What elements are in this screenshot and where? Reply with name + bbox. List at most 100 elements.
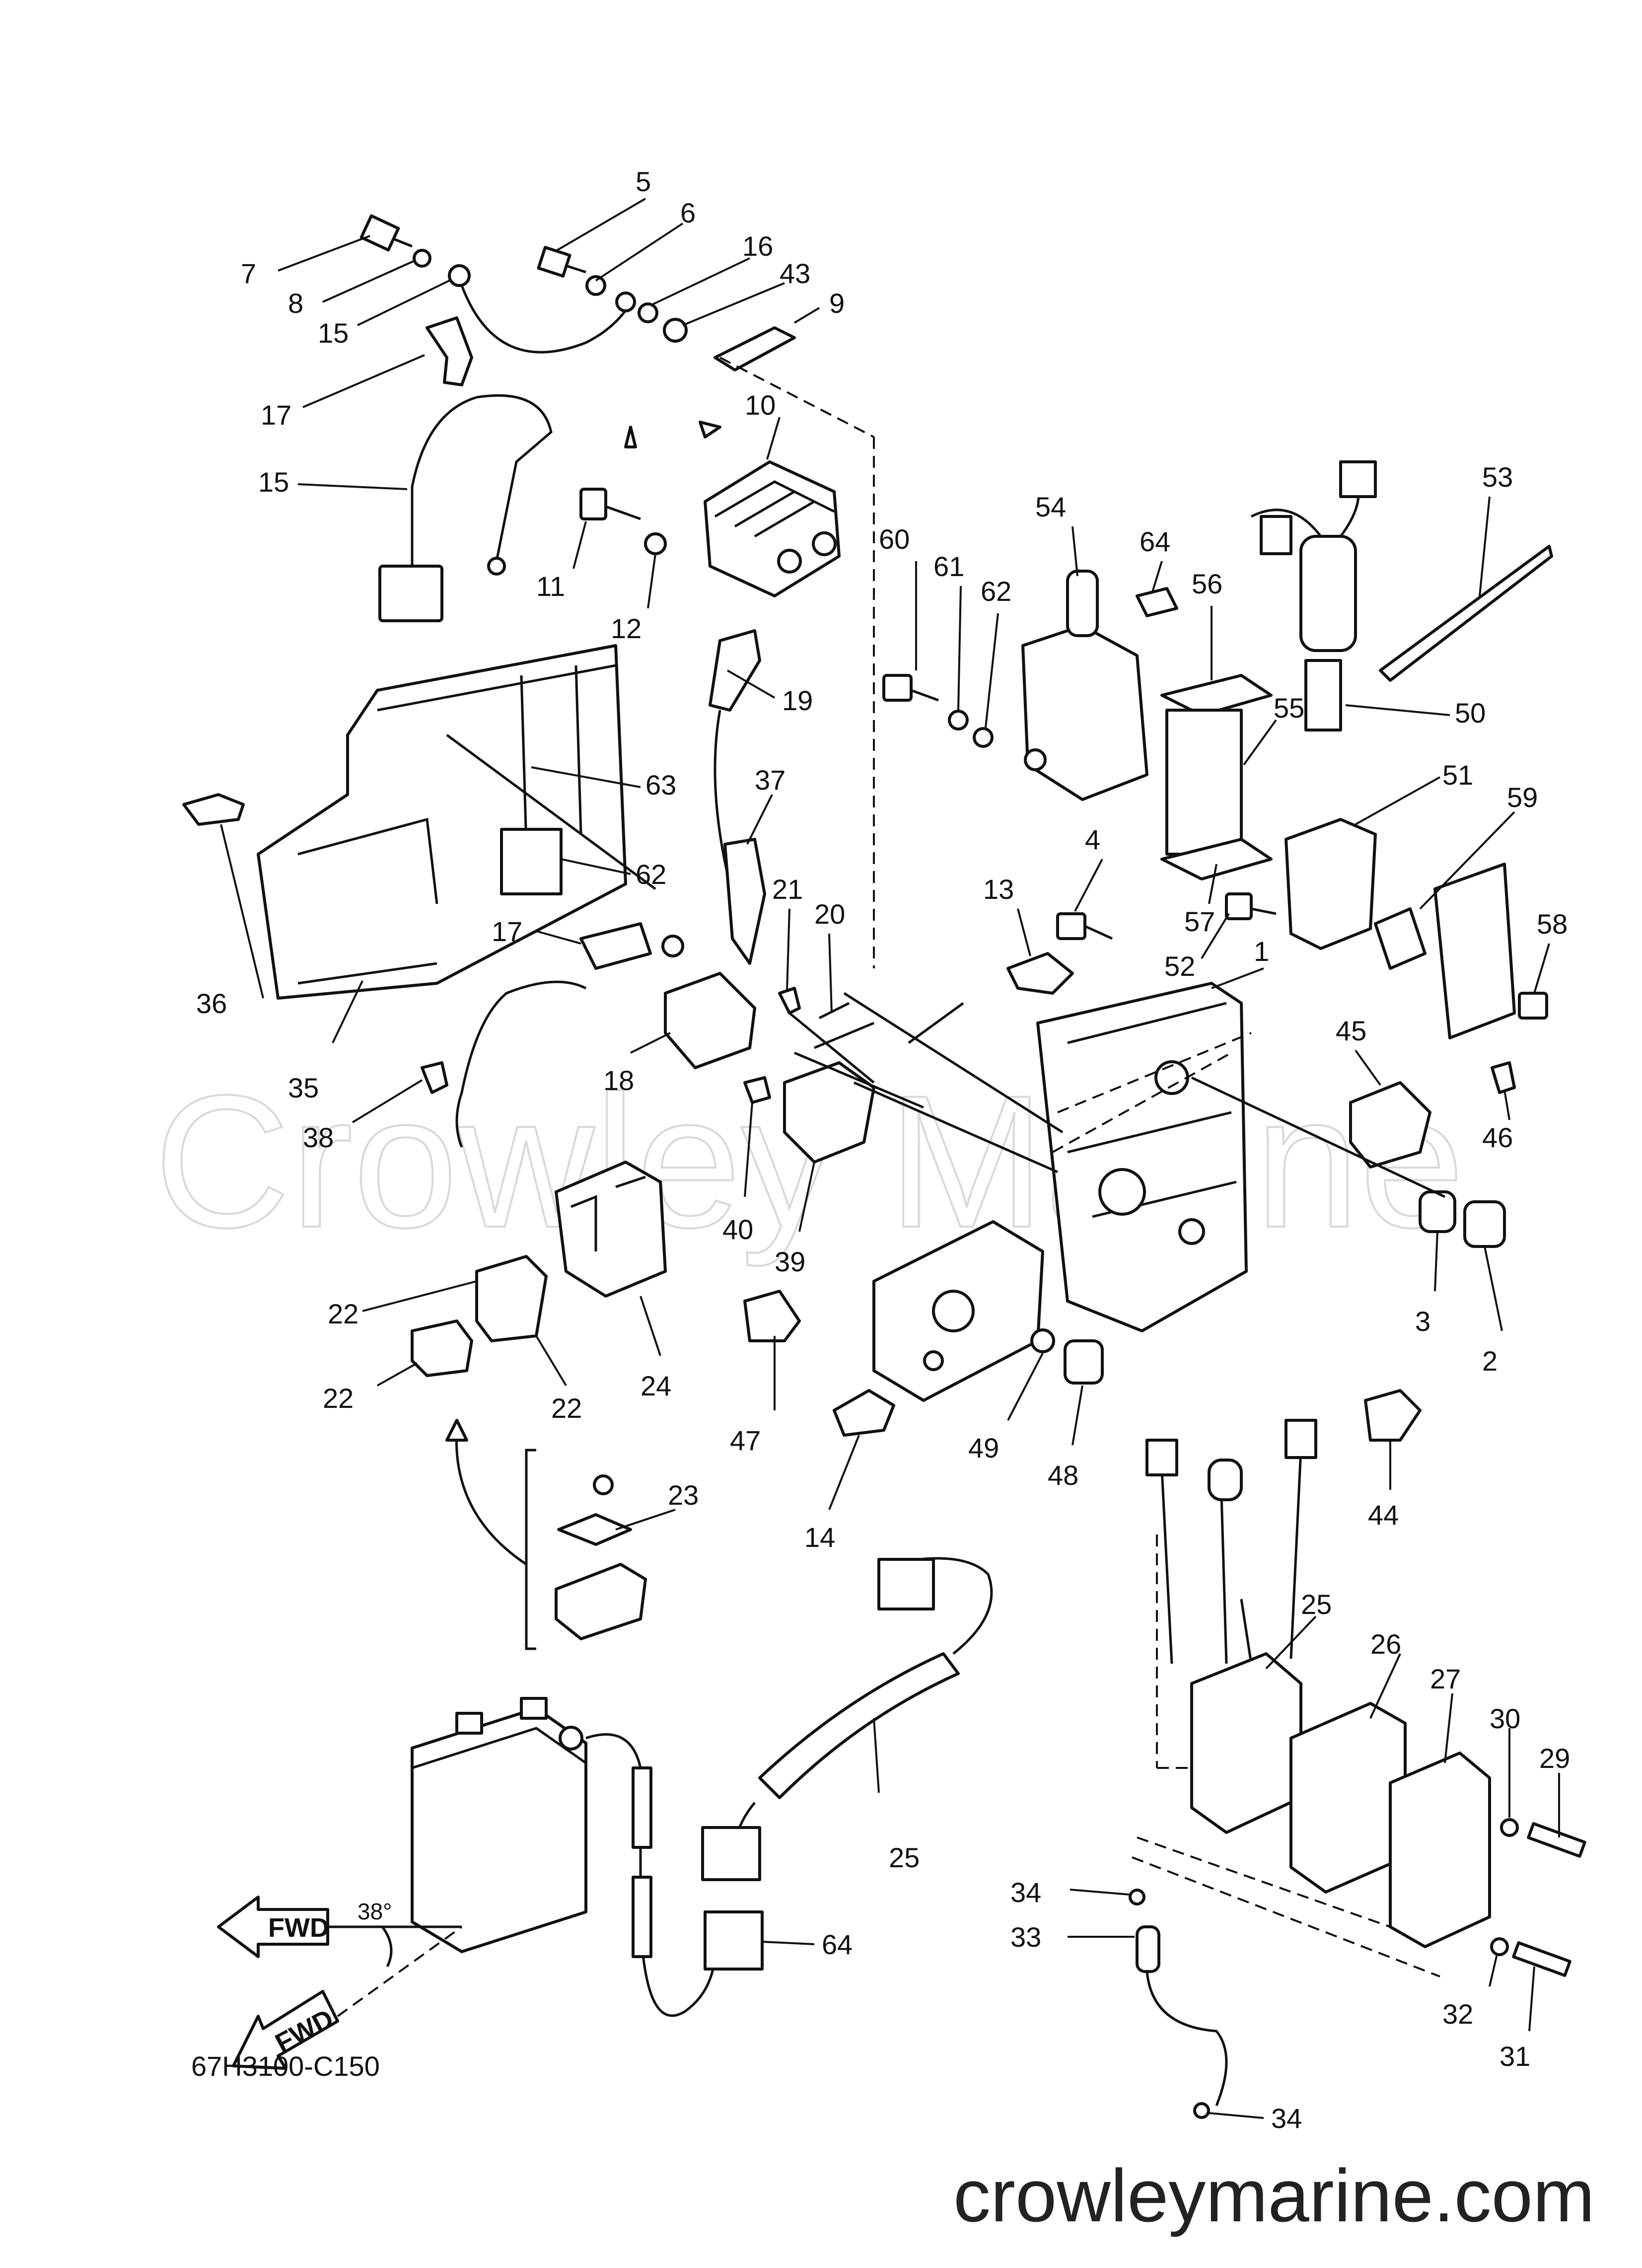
collar-46: [1064, 1339, 1104, 1385]
elbow-17b: [579, 922, 652, 970]
drawing-code: 67H3100-C150: [191, 2050, 380, 2082]
clamp-13: [1006, 952, 1074, 995]
callout-22c: 22: [551, 1392, 582, 1424]
callout-20: 20: [814, 898, 845, 930]
callout-22a: 22: [328, 1298, 358, 1329]
washer-12: [644, 532, 667, 555]
footer-url: crowleymarine.com: [953, 2154, 1595, 2237]
callout-39: 39: [775, 1246, 805, 1277]
svg-text:FWD: FWD: [268, 1913, 329, 1943]
callout-45: 47: [730, 1425, 761, 1456]
callout-17a: 17: [261, 399, 291, 431]
callout-52: 54: [1035, 491, 1066, 522]
callout-3: 3: [1415, 1306, 1430, 1337]
callout-38: 38: [303, 1122, 334, 1153]
sensor-43: [1349, 1081, 1431, 1169]
clip-34a: [1129, 1889, 1145, 1905]
cable-25: [585, 1733, 717, 2017]
washer-30: [1500, 1818, 1519, 1837]
callout-33: 33: [1010, 1921, 1041, 1953]
callout-21: 21: [772, 874, 803, 905]
clip-34b: [1193, 2102, 1210, 2119]
hose-15: [411, 394, 553, 566]
callout-6: 6: [680, 197, 696, 228]
washer-59: [948, 710, 969, 731]
callout-53: 55: [1274, 692, 1304, 724]
plate-9: [714, 326, 796, 371]
callout-54: 56: [1192, 568, 1222, 599]
bolt-56: [1518, 992, 1548, 1020]
bolt-31: [1512, 1941, 1571, 1977]
callout-9: 9: [829, 288, 845, 319]
callout-59: 61: [933, 551, 964, 582]
callout-2: 2: [1482, 1345, 1498, 1377]
bolt-58: [882, 674, 913, 702]
clip-23: [557, 1513, 632, 1546]
bracket-24: [555, 1161, 667, 1298]
clamp-36: [182, 793, 245, 826]
sensor-48: [1299, 535, 1357, 652]
strap-51: [1379, 545, 1553, 682]
callout-10: 10: [745, 389, 776, 421]
callout-64: 64: [822, 1929, 853, 1960]
callout-11: 11: [536, 571, 565, 602]
elbow-17a: [426, 316, 473, 386]
callout-27: 26: [1370, 1628, 1401, 1660]
washer-16a: [448, 264, 471, 287]
callout-47: 49: [968, 1432, 999, 1463]
sensor-45: [743, 1290, 801, 1342]
cover-28: [1389, 1752, 1491, 1948]
callout-49: 51: [1442, 759, 1473, 791]
block-53: [1165, 709, 1243, 856]
holder-54: [1160, 674, 1273, 717]
detail-bracket: [525, 1449, 536, 1650]
callout-32: 32: [1442, 1998, 1473, 2030]
plate-57: [1433, 863, 1516, 1039]
washer-60: [973, 727, 994, 748]
callout-labels: 5 6 7 8 15 16 43 9 17 15 10 11 12 19 63 …: [196, 166, 1570, 2134]
callout-50: 52: [1164, 951, 1195, 982]
callout-22b: 22: [323, 1383, 354, 1414]
bolt-4: [1056, 912, 1086, 940]
callout-48: 50: [1455, 697, 1486, 729]
bracket-1: [1036, 982, 1248, 1332]
washer-32: [1490, 1937, 1509, 1956]
holder-22a: [475, 1255, 548, 1342]
washer-8: [413, 249, 431, 268]
relay-39: [783, 1061, 875, 1164]
callout-4: 4: [1085, 824, 1100, 855]
callout-41: 43: [780, 258, 810, 289]
callout-51: 53: [1482, 461, 1513, 493]
callout-24: 24: [641, 1370, 671, 1401]
callout-14: 14: [804, 1522, 835, 1553]
callout-23: 23: [668, 1479, 699, 1511]
callout-26: 25: [1301, 1589, 1332, 1620]
bolt-7: [359, 214, 413, 252]
callout-40: 40: [722, 1214, 753, 1245]
clip-42: [1364, 1389, 1422, 1442]
callout-8: 8: [288, 288, 303, 319]
callout-34a: 34: [1010, 1877, 1041, 1908]
callout-5: 5: [636, 166, 651, 197]
callout-13: 13: [983, 874, 1014, 905]
rectifier-18: [664, 972, 756, 1069]
pin-33: [1136, 1925, 1160, 1973]
callout-15: 15: [258, 466, 289, 498]
screw-44: [1491, 1061, 1516, 1094]
cover-35: [257, 644, 627, 1000]
callout-17b: 17: [492, 916, 522, 947]
callout-29: 29: [1539, 1743, 1570, 1774]
bolt-11: [579, 488, 607, 520]
callout-30: 30: [1490, 1703, 1520, 1734]
grommet-3: [1419, 1190, 1456, 1233]
callout-31: 31: [1499, 2041, 1530, 2072]
callout-16a: 15: [318, 317, 349, 349]
connector-15: [378, 565, 443, 622]
callout-42: 44: [1368, 1499, 1399, 1531]
callout-18: 18: [603, 1065, 634, 1096]
callout-60: 62: [981, 576, 1011, 607]
tag-63: [1136, 587, 1178, 617]
washer-6: [585, 275, 606, 296]
callout-12: 12: [611, 613, 642, 644]
